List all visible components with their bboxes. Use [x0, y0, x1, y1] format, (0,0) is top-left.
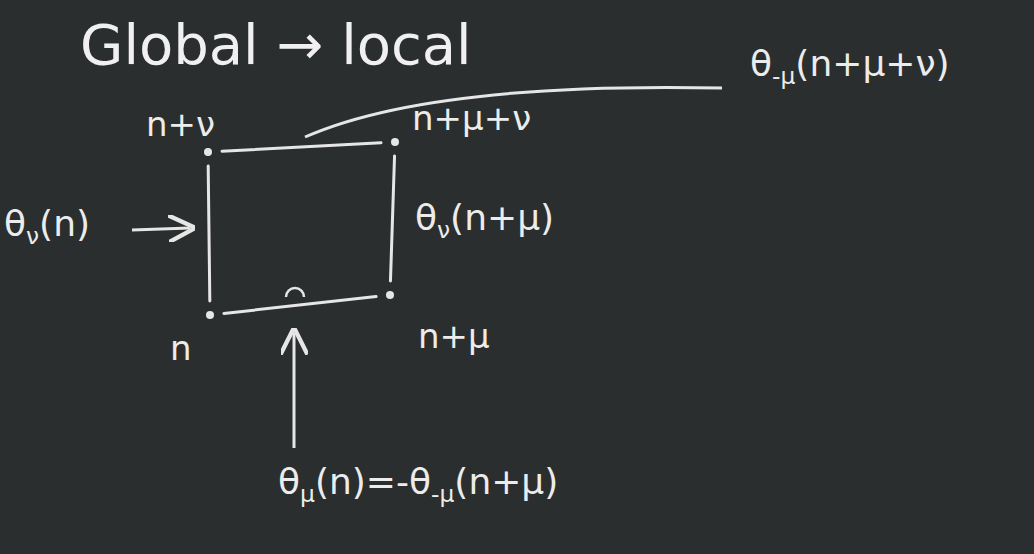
link-line: [390, 156, 394, 281]
title: Global → local: [80, 12, 472, 77]
lattice-site: n+ν: [204, 148, 212, 156]
leader-arrow: [293, 333, 296, 448]
leader-arrow: [132, 228, 190, 230]
link-variable: θν(n): [4, 204, 90, 244]
site-label: n+μ+ν: [412, 100, 531, 137]
lattice-site: n+μ+ν: [391, 138, 399, 146]
leader-curve: [305, 87, 722, 137]
link-variable: θμ(n)=-θ-μ(n+μ): [278, 462, 558, 502]
site-label: n: [170, 330, 192, 367]
link-line: [208, 166, 210, 301]
link-variable: θ-μ(n+μ+ν): [750, 44, 950, 84]
site-label: n+μ: [418, 318, 490, 355]
link-mark: [286, 288, 304, 297]
link-line: [224, 297, 376, 314]
link-line: [222, 143, 381, 152]
lattice-site: n+μ: [386, 291, 394, 299]
link-variable: θν(n+μ): [415, 198, 554, 238]
lattice-site: n: [206, 311, 214, 319]
site-label: n+ν: [146, 106, 215, 143]
